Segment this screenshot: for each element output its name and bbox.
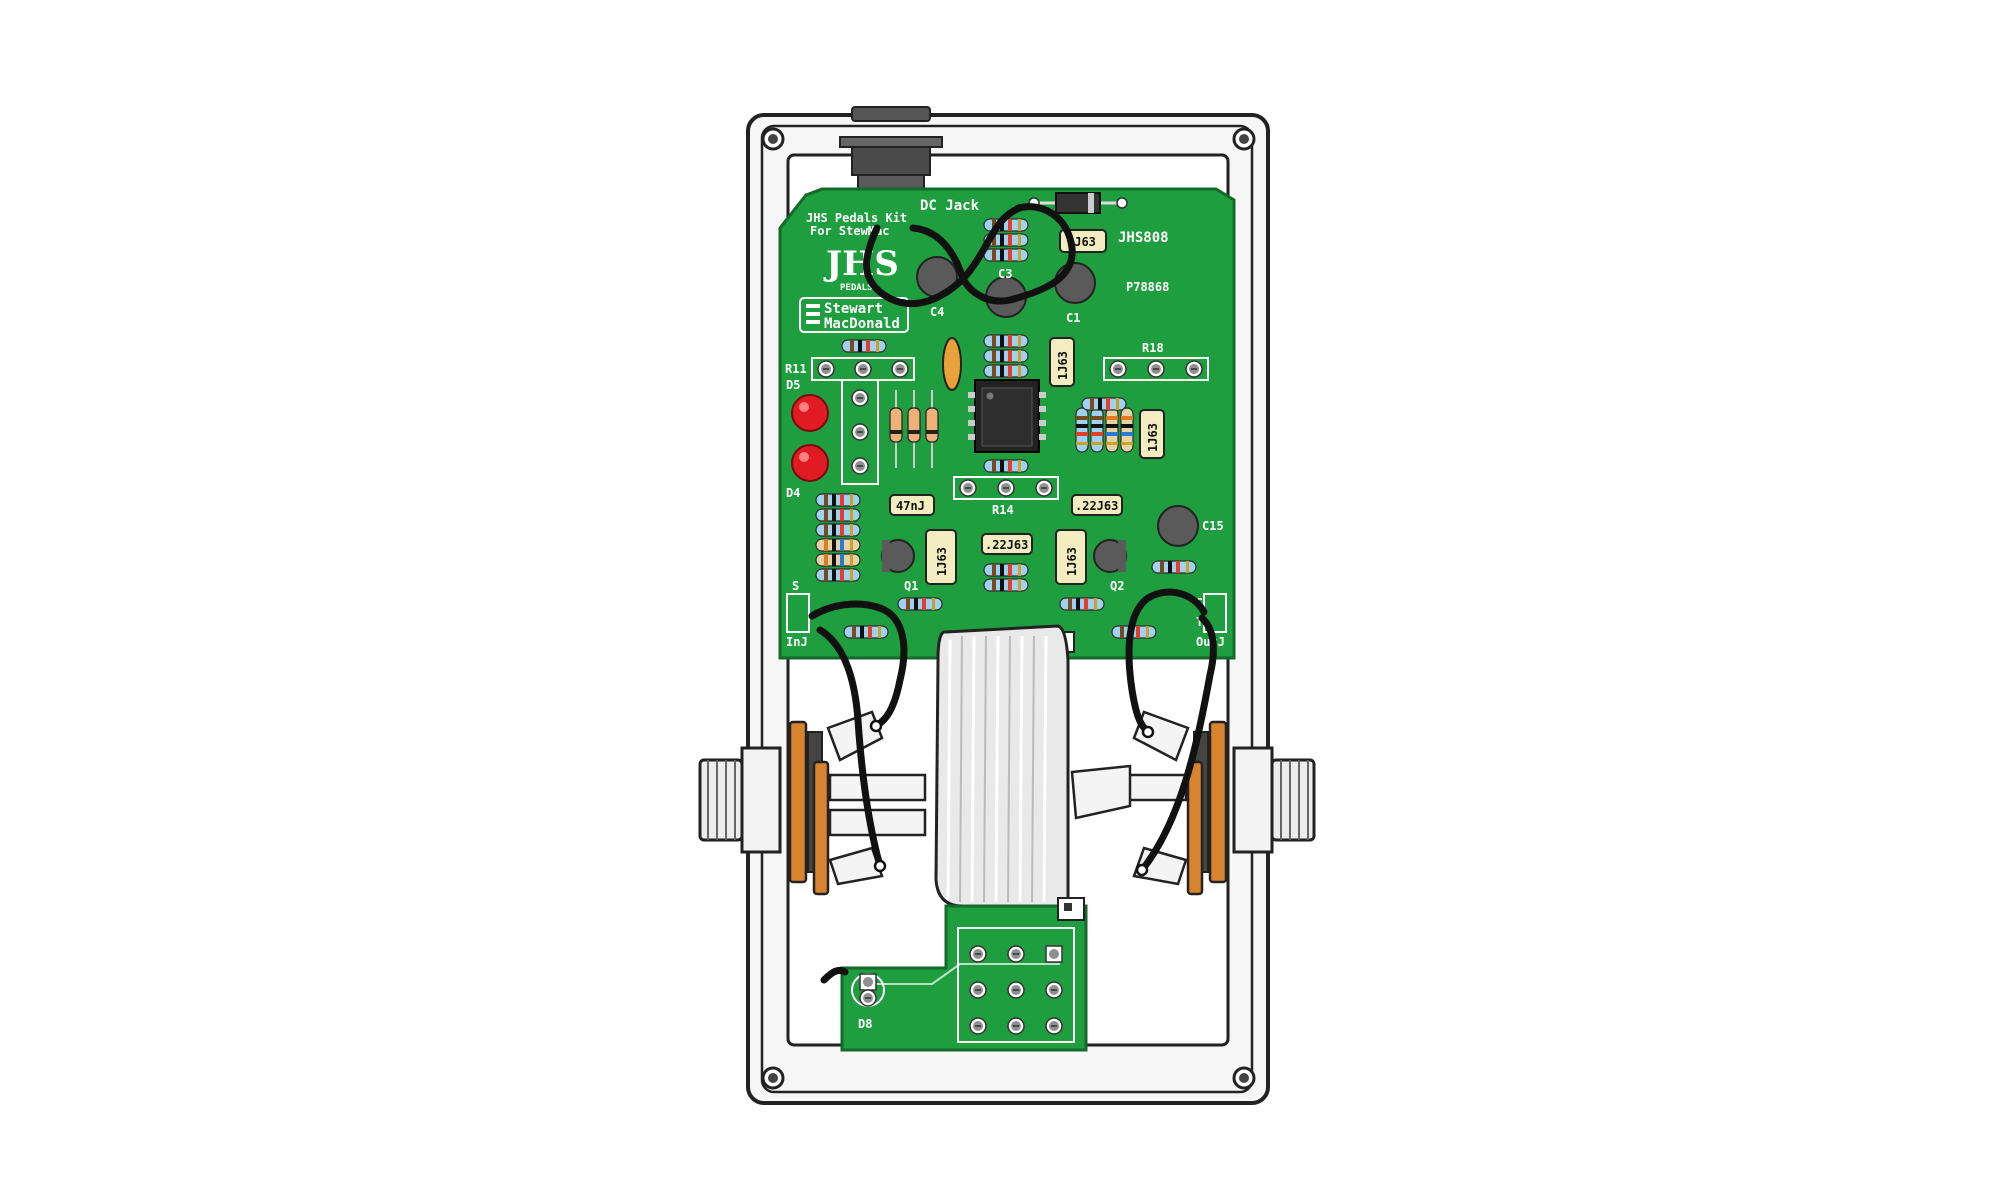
led-d8-footprint [851, 973, 885, 1007]
film-cap-47n: 47nJ [889, 494, 935, 516]
electrolytic-cap-c15 [1157, 505, 1199, 547]
stewmac-line1: Stewart [824, 301, 883, 317]
film-cap-right-vertical: 1J63 [1049, 337, 1075, 387]
led-d5 [791, 394, 829, 432]
label-r18: R18 [1142, 341, 1164, 355]
ribbon-cable [934, 624, 1070, 908]
footswitch-pcb: D8 [840, 897, 1088, 1052]
label-r14: R14 [992, 503, 1014, 517]
film-cap-far-right-value: 1J63 [1146, 423, 1160, 452]
film-cap-q1-side-value: 1J63 [935, 547, 949, 576]
transistor-right [1093, 539, 1127, 573]
main-pcb: DC Jack JHS Pedals Kit For StewMac JHS P… [778, 187, 1236, 660]
label-in-jack: InJ [786, 635, 808, 649]
ic-chip [968, 379, 1046, 453]
stewmac-logo: Stewart MacDonald [799, 297, 909, 333]
wires [808, 203, 1218, 984]
label-r11: R11 [785, 362, 807, 376]
label-d4: D4 [786, 486, 800, 500]
film-cap-22-right: .22J63 [1071, 494, 1123, 516]
screw-bottom-left [761, 1066, 785, 1090]
label-c15: C15 [1202, 519, 1224, 533]
label-q1: Q1 [904, 579, 918, 593]
kit-label-line1: JHS Pedals Kit [806, 211, 907, 225]
label-c1: C1 [1066, 311, 1080, 325]
pad-column-left [841, 379, 879, 485]
ceramic-cap [942, 337, 962, 391]
label-d5: D5 [786, 378, 800, 392]
screw-top-left [761, 127, 785, 151]
screw-bottom-right [1232, 1066, 1256, 1090]
film-cap-q1-side: 1J63 [925, 529, 957, 585]
film-cap-q2-side: 1J63 [1055, 529, 1087, 585]
model-label: JHS808 [1118, 230, 1169, 246]
part-number-label: P78868 [1126, 280, 1169, 294]
film-cap-47n-value: 47nJ [896, 499, 925, 513]
label-d8: D8 [858, 1017, 872, 1031]
film-cap-22-right-value: .22J63 [1075, 499, 1118, 513]
diode-array [889, 390, 939, 468]
jhs-logo: JHS [823, 244, 899, 284]
diode-top [1028, 192, 1128, 214]
film-cap-22-center: .22J63 [981, 533, 1033, 555]
screw-top-right [1232, 127, 1256, 151]
pad-row-r18 [1103, 357, 1209, 381]
pedals-text: PEDALS [840, 283, 873, 293]
label-in-sleeve: S [792, 579, 799, 593]
label-c3: C3 [998, 267, 1012, 281]
film-cap-q2-side-value: 1J63 [1065, 547, 1079, 576]
transistor-left [881, 539, 915, 573]
wire-ends [869, 719, 1155, 877]
film-cap-22-center-value: .22J63 [985, 538, 1028, 552]
electrolytic-cap-c1 [1054, 262, 1096, 304]
pad-row-r14 [953, 476, 1059, 500]
led-d4 [791, 444, 829, 482]
output-jack [1070, 710, 1316, 896]
film-cap-far-right: 1J63 [1139, 409, 1165, 459]
label-out-tip: T [1196, 615, 1203, 629]
dc-jack-label: DC Jack [920, 198, 980, 214]
input-jack [698, 710, 927, 896]
stewmac-line2: MacDonald [824, 316, 900, 332]
film-cap-right-vertical-value: 1J63 [1056, 351, 1070, 380]
label-c4: C4 [930, 305, 944, 319]
pad-row-r11 [811, 357, 915, 381]
kit-label-line2: For StewMac [810, 224, 889, 238]
label-q2: Q2 [1110, 579, 1124, 593]
